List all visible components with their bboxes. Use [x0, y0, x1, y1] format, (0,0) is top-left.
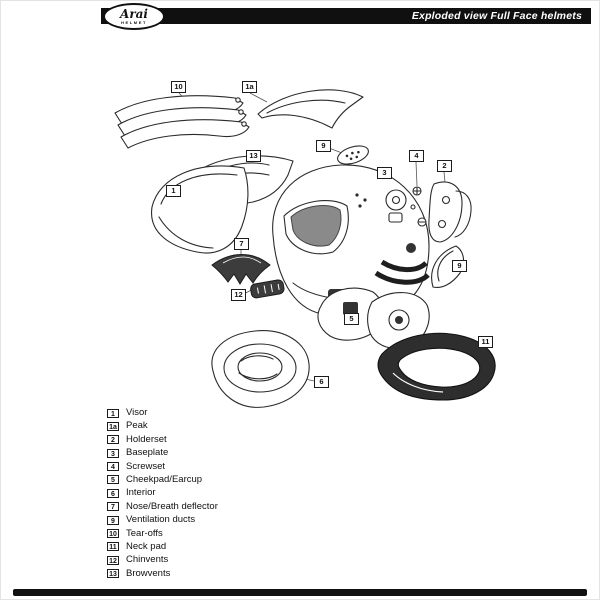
logo-text: Arai	[120, 6, 148, 21]
interior-part	[211, 330, 310, 408]
neck-pad-part	[377, 332, 496, 401]
legend-item-number: 3	[107, 448, 119, 458]
legend-item-label: Peak	[126, 420, 148, 432]
legend-row: 3 Baseplate	[107, 448, 218, 458]
callout-13: 13	[246, 150, 261, 162]
callout-12: 12	[231, 289, 246, 301]
legend-item-number: 1	[107, 408, 119, 418]
legend-item-number: 5	[107, 475, 119, 485]
callout-5: 5	[344, 313, 359, 325]
legend-row: 2 Holderset	[107, 433, 218, 445]
logo-subtext: HELMET	[120, 19, 148, 25]
arai-logo: Arai HELMET	[103, 3, 165, 30]
legend-row: 6 Interior	[107, 488, 218, 498]
peak-part	[257, 89, 364, 129]
legend-row: 7 Nose/Breath deflector	[107, 500, 218, 512]
legend-row: 10 Tear-offs	[107, 527, 218, 539]
legend-row: 12 Chinvents	[107, 555, 218, 565]
legend-item-label: Interior	[126, 487, 156, 499]
header-bar: Exploded view Full Face helmets	[101, 8, 591, 24]
legend-row: 1a Peak	[107, 421, 218, 431]
callout-11: 11	[478, 336, 493, 348]
screwset-part	[410, 186, 427, 227]
legend-row: 13 Browvents	[107, 567, 218, 579]
footer-bar	[13, 589, 587, 596]
legend-item-number: 10	[107, 529, 119, 539]
legend-item-number: 13	[107, 569, 119, 579]
legend-item-label: Chinvents	[126, 554, 169, 566]
top-vent-part	[337, 145, 369, 165]
legend-item-number: 9	[107, 515, 119, 525]
legend-item-label: Screwset	[126, 460, 166, 472]
callout-10: 10	[171, 81, 186, 93]
callout-7: 7	[234, 238, 249, 250]
chinvents-part	[250, 279, 285, 299]
callout-9: 9	[316, 140, 331, 152]
callout-3: 3	[377, 167, 392, 179]
legend-item-label: Cheekpad/Earcup	[126, 473, 203, 485]
callout-2: 2	[437, 160, 452, 172]
legend-item-label: Tear-offs	[126, 527, 163, 539]
callout-9: 9	[452, 260, 467, 272]
holderset-part	[428, 181, 472, 243]
nose-deflector-part	[211, 254, 271, 285]
ventilation-duct-part	[431, 245, 465, 288]
legend-item-label: Ventilation ducts	[126, 514, 196, 526]
legend-item-number: 12	[107, 555, 119, 565]
legend-item-label: Holderset	[126, 433, 167, 445]
legend-item-number: 11	[107, 542, 119, 552]
callout-1a: 1a	[242, 81, 257, 93]
callout-1: 1	[166, 185, 181, 197]
legend-item-number: 2	[107, 435, 119, 445]
legend-item-number: 4	[107, 462, 119, 472]
legend-row: 11 Neck pad	[107, 540, 218, 552]
legend-item-number: 6	[107, 488, 119, 498]
legend-row: 9 Ventilation ducts	[107, 515, 218, 525]
legend-item-label: Browvents	[126, 567, 171, 579]
legend-item-number: 1a	[107, 421, 119, 431]
legend: 1 Visor 1a Peak 2 Holderset 3 Baseplate 4 Screwse…	[107, 408, 218, 582]
page-title: Exploded view Full Face helmets	[411, 10, 582, 22]
legend-row: 5 Cheekpad/Earcup	[107, 473, 218, 485]
callout-4: 4	[409, 150, 424, 162]
legend-item-label: Nose/Breath deflector	[126, 500, 218, 512]
legend-item-number: 7	[107, 502, 119, 512]
legend-item-label: Baseplate	[126, 447, 169, 459]
legend-row: 1 Visor	[107, 408, 218, 418]
legend-item-label: Visor	[126, 407, 148, 418]
tear-offs-part	[114, 95, 250, 149]
legend-item-label: Neck pad	[126, 540, 167, 552]
callout-6: 6	[314, 376, 329, 388]
legend-row: 4 Screwset	[107, 460, 218, 472]
baseplate-part	[385, 189, 407, 223]
